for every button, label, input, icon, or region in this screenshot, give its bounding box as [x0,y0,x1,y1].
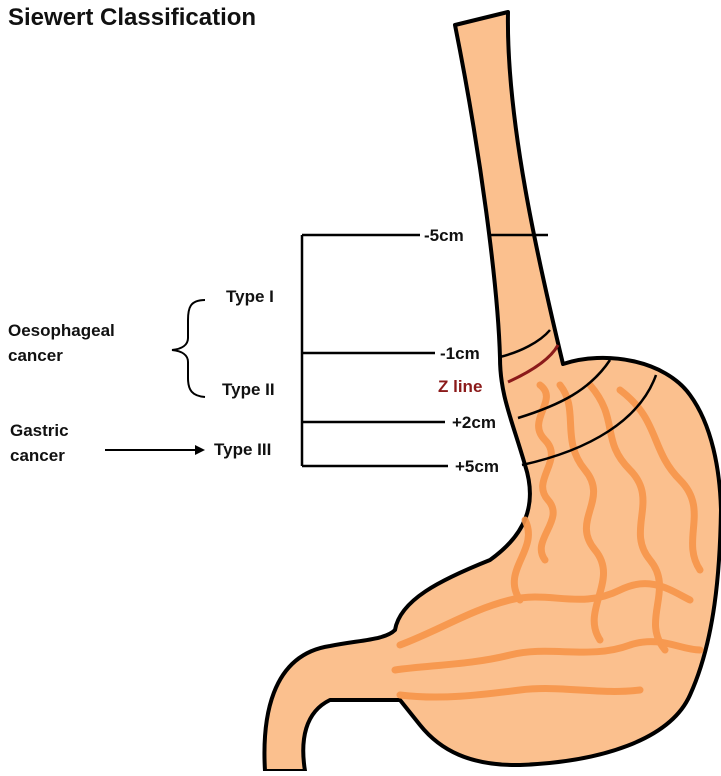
marker-plus5-label: +5cm [455,457,499,476]
curly-brace [172,300,205,397]
type-3-label: Type III [214,440,271,459]
oesophageal-cancer-label-line1: Oesophageal [8,321,115,340]
classification-scale [302,235,448,466]
gastric-cancer-label-line1: Gastric [10,421,69,440]
gastric-cancer-label-line2: cancer [10,446,65,465]
type-1-label: Type I [226,287,274,306]
oesophageal-cancer-label-line2: cancer [8,346,63,365]
diagram-title: Siewert Classification [8,4,256,31]
type-2-label: Type II [222,380,275,399]
marker-minus5-label: -5cm [424,226,464,245]
z-line-label: Z line [438,377,482,396]
arrow [105,445,205,455]
marker-plus2-label: +2cm [452,413,496,432]
marker-minus1-label: -1cm [440,344,480,363]
